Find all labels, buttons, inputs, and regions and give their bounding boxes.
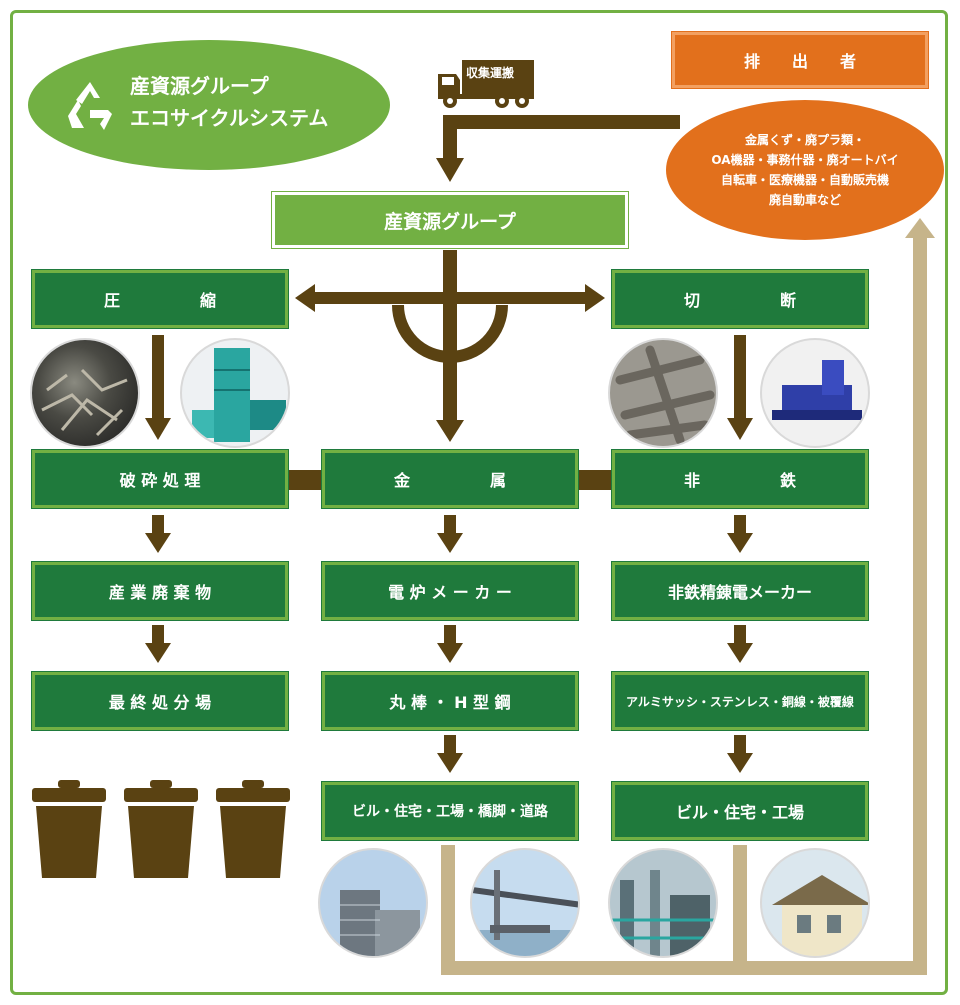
cutting-box: 切 断	[612, 270, 868, 328]
refinery-box: 非鉄精錬電メーカー	[612, 562, 868, 620]
crush-label: 破 砕 処 理	[119, 471, 201, 490]
final-disposal-box: 最 終 処 分 場	[32, 672, 288, 730]
truck-label: 収集運搬	[466, 66, 515, 80]
products-label: アルミサッシ・ステンレス・銅線・被覆線	[626, 694, 854, 709]
middle-buildings-box: ビル・住宅・工場・橋脚・道路	[322, 782, 578, 840]
final-disposal-label: 最 終 処 分 場	[108, 693, 212, 712]
nonferrous-box: 非 鉄	[612, 450, 868, 508]
trash-bin-icon	[32, 780, 106, 878]
right-buildings-box: ビル・住宅・工場	[612, 782, 868, 840]
title-badge: 産資源グループ エコサイクルシステム	[28, 40, 390, 170]
return-arrow-head	[905, 218, 935, 238]
title-line-2: エコサイクルシステム	[130, 106, 329, 130]
cutter-photo	[760, 338, 870, 448]
truck-icon	[438, 60, 534, 108]
compress-box: 圧 縮	[32, 270, 288, 328]
trash-bins	[32, 780, 290, 878]
products-box: アルミサッシ・ステンレス・銅線・被覆線	[612, 672, 868, 730]
electric-furnace-label: 電 炉 メ ー カ ー	[388, 583, 512, 602]
bridge-photo	[470, 848, 580, 958]
middle-buildings-label: ビル・住宅・工場・橋脚・道路	[352, 804, 548, 820]
steel-box: 丸 棒 ・ H 型 鋼	[322, 672, 578, 730]
compress-label: 圧 縮	[103, 291, 216, 310]
crush-box: 破 砕 処 理	[32, 450, 288, 508]
group-box: 産資源グループ	[272, 192, 628, 248]
metal-label: 金 属	[393, 471, 506, 490]
trash-bin-icon	[124, 780, 198, 878]
discharger-items-2: OA機器・事務什器・廃オートバイ	[711, 153, 899, 167]
trash-bin-icon	[216, 780, 290, 878]
discharger-items-ellipse: 金属くず・廃プラ類・ OA機器・事務什器・廃オートバイ 自転車・医療機器・自動販…	[666, 100, 944, 240]
refinery-label: 非鉄精錬電メーカー	[667, 583, 812, 602]
steel-label: 丸 棒 ・ H 型 鋼	[389, 693, 511, 712]
cutting-label: 切 断	[683, 291, 796, 310]
discharger-box: 排 出 者	[672, 32, 928, 88]
right-buildings-label: ビル・住宅・工場	[675, 803, 804, 822]
discharger-label: 排 出 者	[743, 52, 856, 71]
house-photo	[760, 848, 870, 958]
return-loop-left	[441, 235, 927, 975]
scrap-photo	[30, 338, 140, 448]
compressor-photo	[180, 338, 290, 448]
title-line-1: 産資源グループ	[130, 74, 269, 98]
pipe-scrap-photo	[608, 338, 718, 448]
electric-furnace-box: 電 炉 メ ー カ ー	[322, 562, 578, 620]
recycle-icon	[68, 82, 112, 130]
metal-box: 金 属	[322, 450, 578, 508]
discharger-items-1: 金属くず・廃プラ類・	[744, 133, 865, 147]
group-label: 産資源グループ	[384, 210, 516, 233]
building-photo	[318, 848, 428, 958]
outer-frame	[10, 10, 948, 995]
discharger-items-4: 廃自動車など	[768, 193, 841, 207]
nonferrous-label: 非 鉄	[683, 471, 796, 490]
industrial-waste-label: 産 業 廃 棄 物	[108, 583, 212, 602]
factory-photo	[608, 848, 718, 958]
discharger-items-3: 自転車・医療機器・自動販売機	[720, 173, 889, 187]
industrial-waste-box: 産 業 廃 棄 物	[32, 562, 288, 620]
